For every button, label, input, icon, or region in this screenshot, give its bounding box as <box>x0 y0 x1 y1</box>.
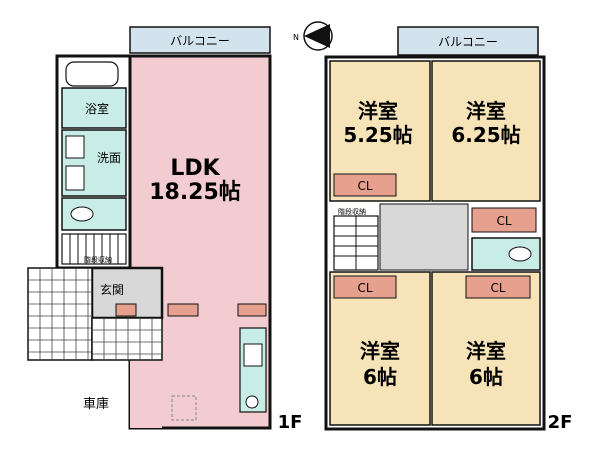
kitchen-cabinet <box>237 303 267 317</box>
bedroom-bottom-right-name: 洋室 <box>466 339 506 363</box>
closet-top-right <box>471 207 537 233</box>
f2-stairs <box>333 215 379 271</box>
f1-balcony <box>129 26 271 54</box>
closet-bottom-left <box>333 275 397 299</box>
floor-2-plan: バルコニー 洋室 5.25帖 CL 洋室 6.25帖 CL 階段収納 <box>324 26 573 433</box>
bedroom-top-right-name: 洋室 <box>466 99 506 123</box>
bedroom-bottom-left-size: 6帖 <box>363 365 397 389</box>
stove-icon <box>245 395 259 409</box>
closet-top-left <box>333 173 397 197</box>
ldk-name: LDK <box>170 156 220 181</box>
garage-label: 車庫 <box>83 397 109 412</box>
floor-hatch <box>171 395 197 421</box>
washer-icon <box>65 165 85 191</box>
closet-bottom-right <box>465 275 531 299</box>
shoe-cabinet <box>115 303 137 317</box>
f1-balcony-label: バルコニー <box>170 34 230 48</box>
floor-1-label: 1F <box>278 412 303 433</box>
bedroom-top-right-size: 6.25帖 <box>451 123 520 147</box>
f2-toilet-icon <box>508 246 532 262</box>
compass-icon: N <box>293 21 333 51</box>
bath-label: 浴室 <box>85 101 109 116</box>
closet-top-right-label: CL <box>496 214 511 228</box>
bedroom-top-left-name: 洋室 <box>358 99 398 123</box>
bedroom-bottom-left-name: 洋室 <box>360 339 400 363</box>
f2-balcony <box>397 26 539 56</box>
f2-storage-label: 階段収納 <box>338 207 366 216</box>
sink-icon <box>65 135 85 159</box>
f1-toilet-icon <box>70 206 94 222</box>
f2-hallway <box>379 203 469 271</box>
closet-top-left-label: CL <box>357 179 372 193</box>
bedroom-bottom-right-size: 6帖 <box>469 365 503 389</box>
washroom-label: 洗面 <box>97 151 121 165</box>
floor-2-label: 2F <box>548 412 573 433</box>
compass-north-label: N <box>293 33 299 42</box>
entrance-label: 玄関 <box>100 282 124 297</box>
f2-balcony-label: バルコニー <box>438 35 498 49</box>
bath-room <box>61 87 127 129</box>
bathtub-icon <box>65 61 119 87</box>
f1-storage-label: 階段収納 <box>84 255 112 264</box>
garage-hatch <box>27 267 163 361</box>
floor-1-plan: バルコニー LDK 18.25帖 浴室 洗面 <box>27 26 303 433</box>
closet-bottom-right-label: CL <box>490 281 505 295</box>
f1-stairs <box>61 233 127 265</box>
ldk-size: 18.25帖 <box>149 180 241 205</box>
bedroom-top-left-size: 5.25帖 <box>343 123 412 147</box>
closet-bottom-left-label: CL <box>357 281 372 295</box>
bedroom-top-right <box>431 60 541 202</box>
kitchen-sink-icon <box>243 343 263 367</box>
entrance-cabinet <box>167 303 199 317</box>
